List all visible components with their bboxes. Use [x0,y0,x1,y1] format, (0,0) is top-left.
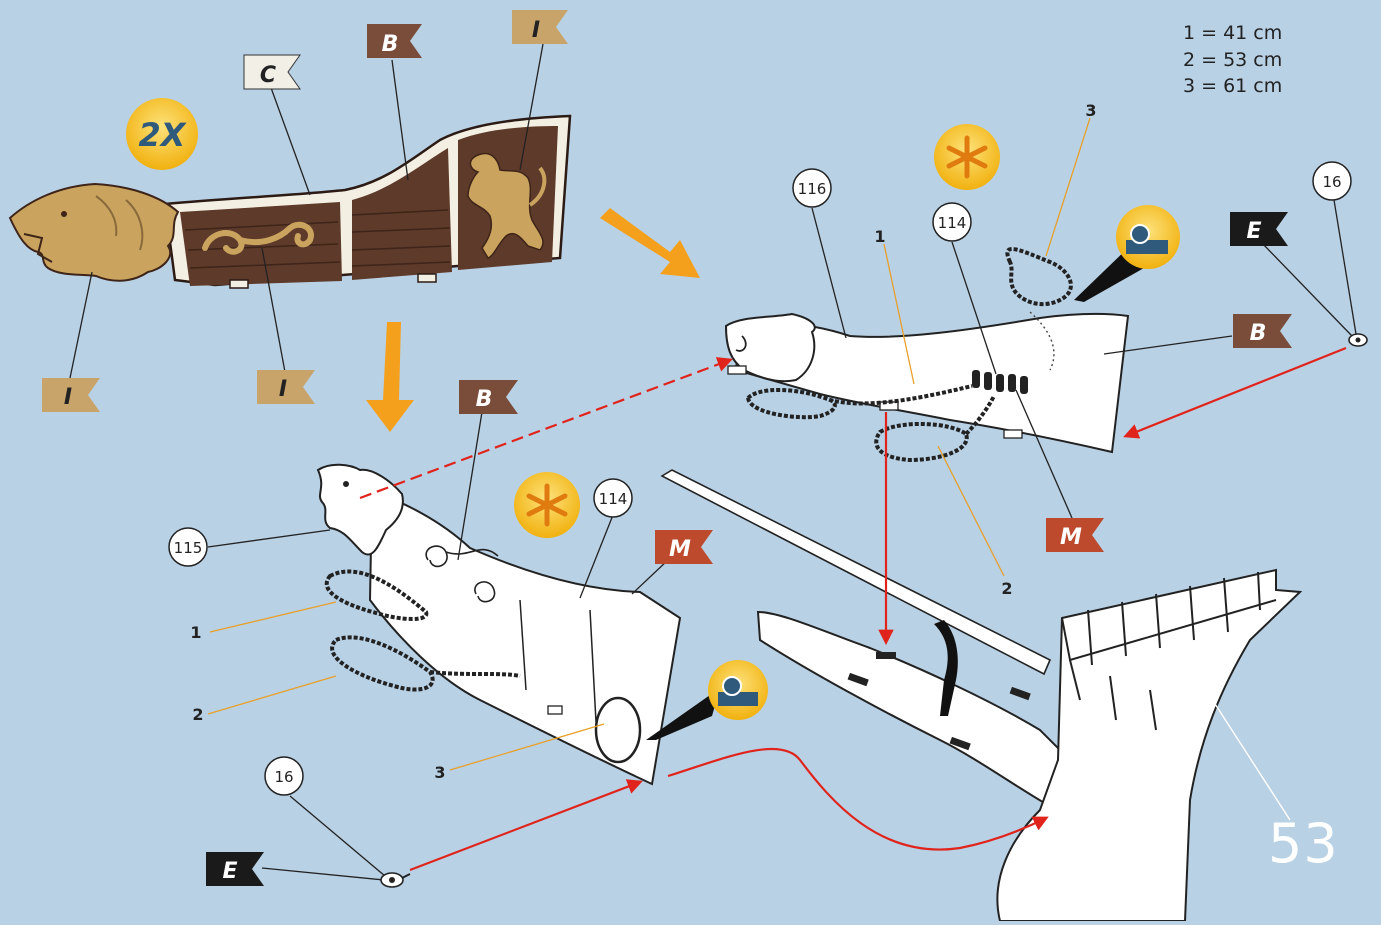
rope-label-3-upper: 3 [1085,101,1096,120]
flag-i-top: I [512,10,568,44]
rope-label-2-lower: 2 [192,705,203,724]
flag-m-lower: M [655,530,713,564]
flag-i-left: I [42,378,100,412]
tape-dispenser-icon-upper [1074,205,1180,302]
flag-e-upper: E [1230,212,1288,246]
svg-text:16: 16 [274,768,293,786]
svg-text:E: E [222,859,237,884]
flag-e-lower: E [206,852,264,886]
flag-i-mid: I [257,370,315,404]
legend-row-2: 2 = 53 cm [1183,47,1282,74]
ship-bow-hull [758,570,1300,921]
multiplier-label: 2X [139,116,187,154]
svg-text:I: I [64,385,72,410]
svg-text:B: B [1250,321,1267,346]
svg-text:16: 16 [1322,173,1341,191]
rope-length-legend: 1 = 41 cm 2 = 53 cm 3 = 61 cm [1183,20,1282,100]
svg-text:M: M [669,537,691,562]
asterisk-glue-icon-upper [934,124,1000,190]
rope-label-2-upper: 2 [1001,579,1012,598]
flag-m-upper: M [1046,518,1104,552]
legend-row-1: 1 = 41 cm [1183,20,1282,47]
page-number: 53 [1268,812,1339,875]
rope-label-3-lower: 3 [434,763,445,782]
part-number-115: 115 [169,528,207,566]
flag-b-lower: B [459,380,518,414]
svg-text:I: I [279,377,287,402]
rope-label-1-upper: 1 [874,227,885,246]
asterisk-glue-icon [514,472,580,538]
svg-text:I: I [532,18,540,43]
svg-text:115: 115 [174,539,203,557]
svg-text:M: M [1060,525,1082,550]
svg-text:E: E [1246,219,1261,244]
eye-bolt-lower [381,873,410,887]
svg-text:B: B [382,32,399,57]
rope-label-1-lower: 1 [190,623,201,642]
lion-head-figurehead [10,184,178,281]
flag-c: C [244,55,300,89]
svg-text:114: 114 [938,214,967,232]
white-panel-right [726,249,1128,452]
eye-bolt-upper [1349,334,1367,346]
part-number-16-upper: 16 [1313,162,1351,200]
multiplier-badge: 2X [126,98,198,170]
part-number-114-lower: 114 [594,479,632,517]
flag-b-upper: B [1233,314,1292,348]
svg-text:114: 114 [599,490,628,508]
orange-arrow-down [366,322,414,432]
part-number-116: 116 [793,169,831,207]
svg-text:B: B [476,387,493,412]
svg-text:116: 116 [798,180,827,198]
part-number-114-upper: 114 [933,203,971,241]
orange-arrow-right [600,208,700,278]
flag-b-panel: B [367,24,422,58]
part-number-16-lower: 16 [265,757,303,795]
svg-text:C: C [260,63,276,88]
legend-row-3: 3 = 61 cm [1183,73,1282,100]
